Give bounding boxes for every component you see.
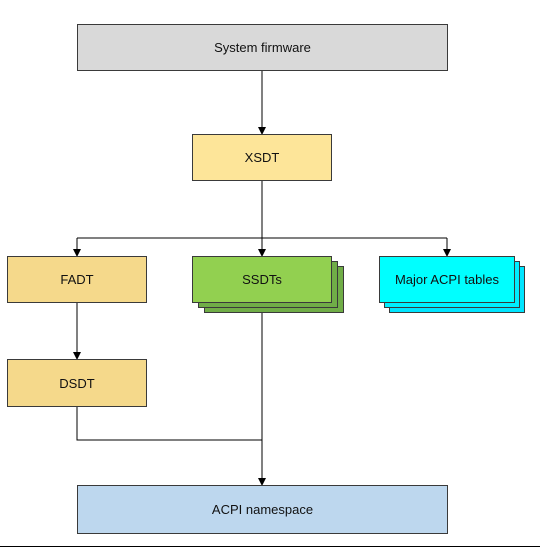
system-firmware-box: System firmware: [77, 24, 448, 71]
dsdt-box: DSDT: [7, 359, 147, 407]
major-acpi-tables-box: Major ACPI tables: [379, 256, 515, 303]
major-acpi-tables-label: Major ACPI tables: [394, 272, 500, 287]
system-firmware-label: System firmware: [214, 40, 311, 55]
acpi-namespace-label: ACPI namespace: [211, 502, 314, 517]
xsdt-box: XSDT: [192, 134, 332, 181]
ssdts-box: SSDTs: [192, 256, 332, 303]
fadt-label: FADT: [60, 272, 94, 287]
fadt-box: FADT: [7, 256, 147, 303]
bottom-divider: [0, 546, 540, 547]
edge-dsdt-to-namespace: [76, 407, 262, 441]
acpi-namespace-box: ACPI namespace: [77, 485, 448, 534]
dsdt-label: DSDT: [59, 375, 95, 391]
ssdts-label: SSDTs: [242, 272, 282, 287]
xsdt-label: XSDT: [244, 150, 280, 165]
